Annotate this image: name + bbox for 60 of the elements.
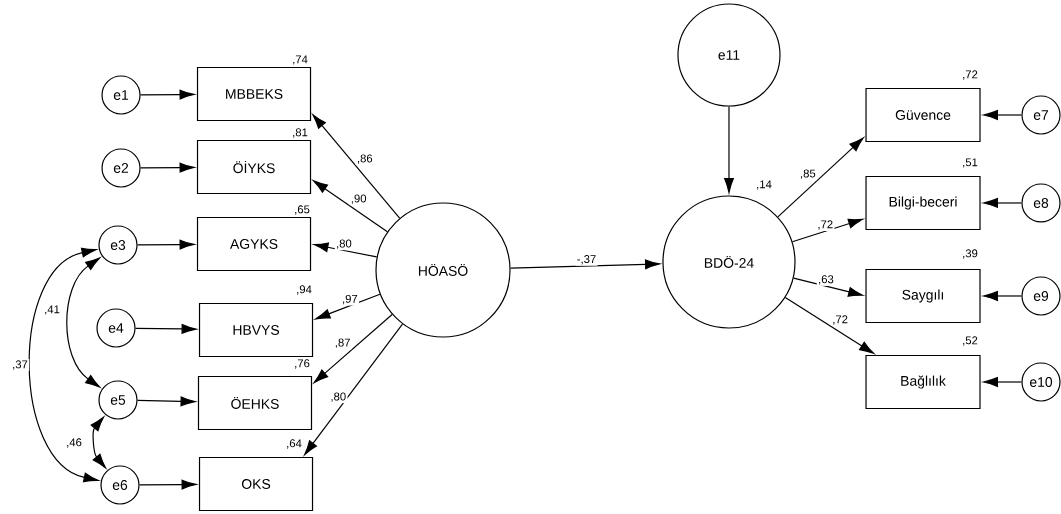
variable-box: Saygılı xyxy=(865,268,981,324)
variable-box: HBVYS xyxy=(198,302,314,358)
edge-label: ,41 xyxy=(42,304,62,316)
arrow xyxy=(304,323,404,456)
edge-label: ,86 xyxy=(355,153,374,166)
edge-label: ,97 xyxy=(340,293,360,306)
arrow xyxy=(793,277,864,297)
arrow xyxy=(137,239,195,250)
variable-box: ÖİYKS xyxy=(196,139,312,195)
arrow xyxy=(791,218,864,243)
arrow xyxy=(777,137,864,218)
arrow xyxy=(510,259,660,270)
coefficient-label: ,64 xyxy=(287,439,302,449)
coefficient-label: ,39 xyxy=(963,249,978,259)
coefficient-label: ,81 xyxy=(293,128,308,138)
coefficient-label: ,14 xyxy=(757,180,772,190)
variable-box: MBBEKS xyxy=(196,66,312,122)
arrow xyxy=(983,198,1022,208)
edge-label: ,87 xyxy=(333,337,352,350)
arrow xyxy=(140,89,195,100)
arrow xyxy=(313,180,388,233)
edge-label: ,90 xyxy=(349,193,368,206)
coefficient-label: ,72 xyxy=(963,70,978,80)
edge-label: -,37 xyxy=(575,253,598,266)
arrow xyxy=(983,291,1022,301)
arrow xyxy=(315,293,381,320)
arrow xyxy=(312,114,401,219)
edge-label: ,37 xyxy=(10,359,30,371)
edge-label: ,63 xyxy=(816,273,836,286)
arrow xyxy=(983,377,1022,387)
arrow xyxy=(724,106,734,193)
edge-label: ,72 xyxy=(830,314,850,326)
coefficient-label: ,74 xyxy=(293,55,308,65)
coefficient-label: ,51 xyxy=(963,158,978,168)
variable-box: AGYKS xyxy=(196,216,312,272)
edge-label: ,80 xyxy=(329,391,348,404)
edge-label: ,72 xyxy=(816,219,835,231)
variable-box: Bağlılık xyxy=(865,354,981,410)
edge-label: ,46 xyxy=(64,437,84,449)
arrow xyxy=(784,297,875,354)
coefficient-label: ,52 xyxy=(963,336,978,346)
variable-box: ÖEHKS xyxy=(197,375,313,431)
variable-box: Güvence xyxy=(865,87,981,143)
arrow xyxy=(135,324,197,334)
edge-label: ,80 xyxy=(334,238,354,251)
variable-box: OKS xyxy=(198,456,314,512)
curved-arrow xyxy=(90,416,107,469)
arrow xyxy=(140,162,195,173)
coefficient-label: ,94 xyxy=(297,285,312,295)
edge-label: ,85 xyxy=(798,168,818,181)
arrow xyxy=(313,242,378,258)
coefficient-label: ,65 xyxy=(295,205,310,215)
curved-arrow xyxy=(66,257,101,388)
coefficient-label: ,76 xyxy=(295,359,310,369)
arrow xyxy=(313,313,393,384)
arrow xyxy=(137,396,196,407)
variable-box: Bilgi-beceri xyxy=(865,175,981,231)
curved-arrow xyxy=(28,247,99,483)
arrow xyxy=(983,110,1022,120)
arrow xyxy=(139,479,197,490)
